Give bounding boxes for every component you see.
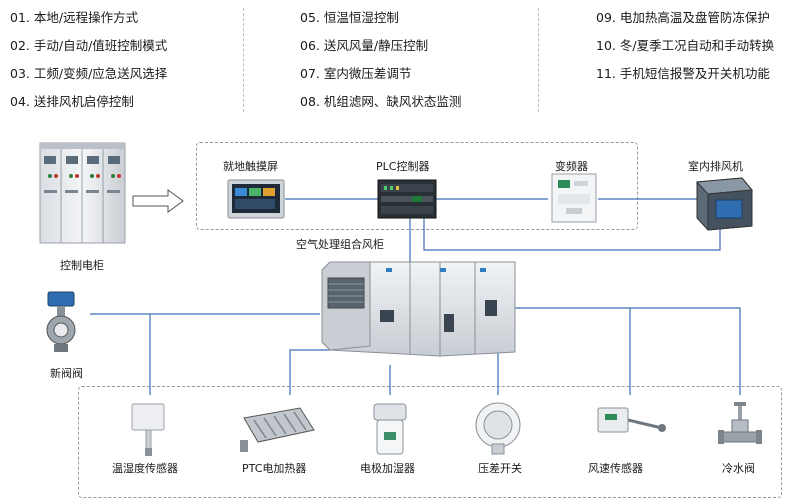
- feature-2: 02. 手动/自动/值班控制模式: [10, 38, 168, 53]
- cold-water-valve-image: [718, 402, 762, 444]
- fresh-valve-label: 新阀阀: [50, 367, 83, 380]
- feature-8: 08. 机组滤网、缺风状态监测: [300, 94, 462, 109]
- control-cabinet-image: [39, 142, 126, 244]
- link-ptc: [289, 349, 330, 395]
- column-divider: [243, 8, 244, 112]
- humidifier-image: [373, 403, 407, 455]
- cold-water-valve-label: 冷水阀: [722, 462, 755, 475]
- feature-1: 01. 本地/远程操作方式: [10, 10, 139, 25]
- plc-image: [377, 179, 437, 219]
- ptc-heater-label: PTC电加热器: [242, 462, 307, 475]
- ptc-heater-image: [240, 407, 315, 452]
- feature-6: 06. 送风风量/静压控制: [300, 38, 429, 53]
- ahu-label: 空气处理组合风柜: [296, 238, 384, 251]
- touchscreen-image: [227, 179, 285, 219]
- link-cold-water-valve: [515, 307, 741, 395]
- plc-label: PLC控制器: [376, 160, 430, 173]
- feature-5: 05. 恒温恒湿控制: [300, 10, 399, 25]
- control-system-frame: [196, 142, 638, 230]
- column-divider: [538, 8, 539, 112]
- feature-4: 04. 送排风机启停控制: [10, 94, 134, 109]
- pressure-switch-label: 压差开关: [478, 462, 522, 475]
- exhaust-fan-label: 室内排风机: [688, 160, 743, 173]
- pressure-switch-image: [475, 402, 521, 455]
- temp-humidity-sensor-image: [131, 403, 165, 456]
- feature-7: 07. 室内微压差调节: [300, 66, 412, 81]
- humidifier-label: 电极加湿器: [360, 462, 415, 475]
- inverter-image: [551, 173, 597, 223]
- airspeed-sensor-image: [597, 407, 666, 433]
- exhaust-fan-image: [695, 177, 753, 231]
- feature-10: 10. 冬/夏季工况自动和手动转换: [596, 38, 775, 53]
- ahu-image: [321, 261, 516, 357]
- airspeed-sensor-label: 风速传感器: [588, 462, 643, 475]
- feature-11: 11. 手机短信报警及开关机功能: [596, 66, 770, 81]
- touchscreen-label: 就地触摸屏: [223, 160, 278, 173]
- field-devices-frame: [78, 386, 782, 498]
- link-plc-fan: [423, 218, 721, 251]
- arrow-icon: [132, 189, 184, 213]
- inverter-label: 变频器: [555, 160, 588, 173]
- control-cabinet-label: 控制电柜: [60, 259, 104, 272]
- feature-3: 03. 工频/变频/应急送风选择: [10, 66, 168, 81]
- connection-lines: [90, 198, 741, 395]
- fresh-valve-image: [46, 291, 76, 352]
- feature-9: 09. 电加热高温及盘管防冻保护: [596, 10, 770, 25]
- temp-humidity-sensor-label: 温湿度传感器: [112, 462, 178, 475]
